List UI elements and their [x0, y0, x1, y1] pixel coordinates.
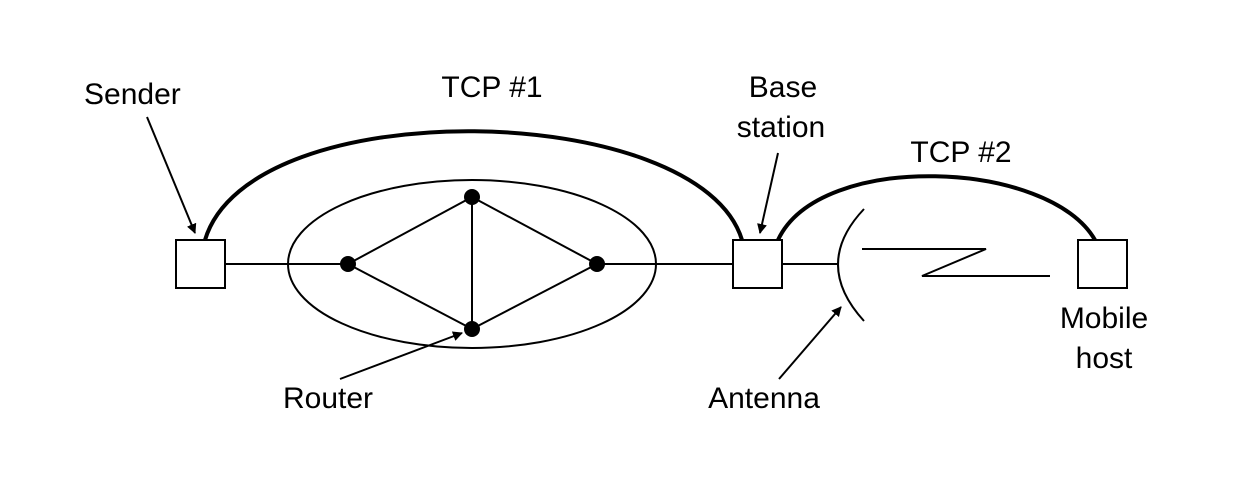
tcp2-label: TCP #2 — [910, 136, 1011, 169]
mesh-link-top-right — [471, 196, 598, 265]
router-label: Router — [283, 382, 373, 415]
mobile-host-label-line2: host — [1076, 342, 1133, 375]
mesh-link-right-bottom — [471, 263, 598, 330]
antenna-pointer-arrow — [778, 306, 842, 380]
base-station-pointer-arrow — [757, 152, 779, 234]
base-station-label-line1: Base — [749, 71, 817, 104]
router-pointer-arrow — [339, 331, 463, 380]
network-cloud — [287, 179, 657, 349]
antenna-label: Antenna — [708, 382, 820, 415]
tcp2-connection-arc — [776, 174, 1097, 241]
sender-label: Sender — [84, 78, 181, 111]
mesh-link-left-top — [347, 196, 473, 265]
mobile-host-label-line1: Mobile — [1060, 302, 1148, 335]
router-node-bottom — [464, 321, 480, 337]
sender-pointer-arrow — [146, 116, 197, 234]
router-node-top — [464, 189, 480, 205]
wireless-link-zigzag — [862, 248, 1050, 277]
mobile-host-box — [1077, 239, 1128, 289]
mesh-link-bottom-left — [347, 263, 473, 330]
tcp1-label: TCP #1 — [441, 71, 542, 104]
sender-box — [175, 239, 226, 289]
antenna-icon — [837, 208, 865, 322]
base-station-box — [732, 239, 783, 289]
tcp1-connection-arc — [203, 129, 744, 241]
router-node-left — [340, 256, 356, 272]
base-station-label-line2: station — [737, 111, 825, 144]
router-node-right — [589, 256, 605, 272]
